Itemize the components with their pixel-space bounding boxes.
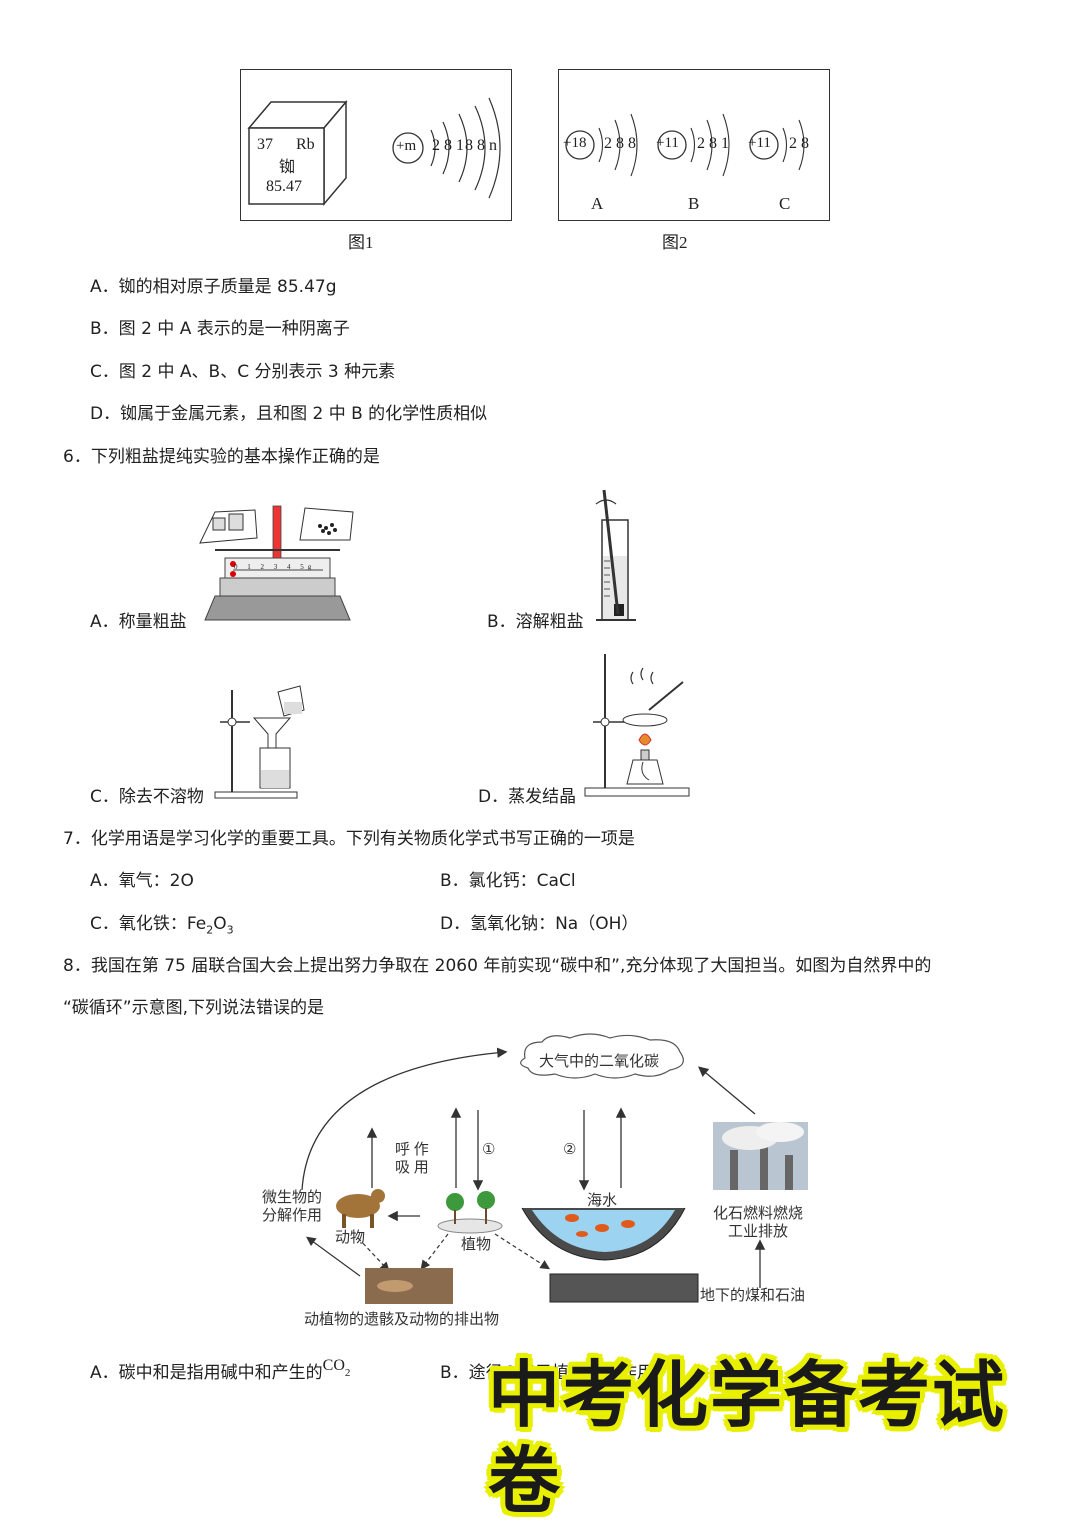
q7-stem: 7．化学用语是学习化学的重要工具。下列有关物质化学式书写正确的一项是 (63, 829, 635, 849)
q5-option-a[interactable]: A．铷的相对原子质量是 85.47g (90, 277, 337, 297)
q5-option-c[interactable]: C．图 2 中 A、B、C 分别表示 3 种元素 (90, 362, 396, 382)
q7-option-c[interactable]: C．氧化铁：Fe2O3 (90, 909, 234, 936)
balance-scale-image (199, 505, 354, 621)
atom-structure-diagrams (565, 113, 805, 177)
q8-option-a-formula: CO (322, 1357, 345, 1374)
q8-option-a-sub: 2 (344, 1367, 351, 1380)
q6-option-b[interactable]: B．溶解粗盐 (487, 612, 584, 632)
q6-option-a[interactable]: A．称量粗盐 (90, 612, 187, 632)
nucleus-label: +m (396, 138, 417, 154)
cloud-co2-label: 大气中的二氧化碳 (539, 1054, 660, 1070)
balance-scale-ticks: 0 1 2 3 4 5g (234, 563, 316, 571)
atom-c-nucleus: +11 (748, 135, 771, 151)
q6-stem: 6．下列粗盐提纯实验的基本操作正确的是 (63, 447, 380, 467)
seawater-label: 海水 (587, 1193, 618, 1209)
atom-a-shells: 2 8 8 (604, 135, 636, 152)
figure-2-box (558, 69, 830, 221)
dissolving-cylinder-image (595, 489, 636, 621)
q5-option-d[interactable]: D．铷属于金属元素，且和图 2 中 B 的化学性质相似 (90, 404, 488, 424)
animal-label: 动物 (335, 1230, 366, 1246)
element-name: 铷 (279, 159, 296, 176)
respiration-label: 呼 作 吸 用 (395, 1142, 429, 1176)
carbon-cycle-diagram (301, 1033, 808, 1304)
q6-option-c[interactable]: C．除去不溶物 (90, 787, 204, 807)
q7-option-c-text: C．氧化铁：Fe (90, 914, 207, 934)
atom-b-shells: 2 8 1 (697, 135, 729, 152)
atom-c-shells: 2 8 (789, 135, 809, 152)
q7-option-b[interactable]: B．氯化钙：CaCl (440, 871, 576, 891)
atom-c-label: C (779, 194, 791, 213)
q6-option-d[interactable]: D．蒸发结晶 (478, 787, 577, 807)
figure-1-box (240, 69, 512, 221)
microbe-label: 微生物的 分解作用 (262, 1190, 323, 1224)
q8-option-a-text: A．碳中和是指用碱中和产生的 (90, 1363, 323, 1383)
figure-2-caption: 图2 (662, 233, 688, 252)
element-number: 37 (257, 136, 273, 153)
q7-option-d[interactable]: D．氢氧化钠：Na（OH） (440, 914, 639, 934)
q8-stem-line1: 8．我国在第 75 届联合国大会上提出努力争取在 2060 年前实现“碳中和”,… (63, 956, 932, 976)
filtration-setup-image (214, 685, 305, 799)
path-2-label: ② (563, 1142, 577, 1158)
q8-option-b[interactable]: B．途径①表示植物光合作用 (440, 1363, 654, 1383)
coal-oil-label: 地下的煤和石油 (700, 1288, 806, 1304)
remains-label: 动植物的遗骸及动物的排出物 (304, 1312, 500, 1328)
exam-banner: 中考化学备考试卷 (488, 1353, 1007, 1523)
rubidium-cell-diagram (247, 97, 501, 207)
q7-option-c-sub2: 3 (226, 923, 234, 937)
q5-option-b[interactable]: B．图 2 中 A 表示的是一种阴离子 (90, 319, 350, 339)
element-mass: 85.47 (266, 178, 302, 195)
atom-b-label: B (688, 194, 700, 213)
q7-option-c-sub1: 2 (206, 923, 214, 937)
q7-option-c-oxygen: O (213, 914, 227, 934)
fossil-fuel-label: 化石燃料燃烧 工业排放 (713, 1206, 804, 1240)
atom-a-label: A (591, 194, 604, 213)
q8-option-a[interactable]: A．碳中和是指用碱中和产生的CO2 (90, 1357, 351, 1385)
q7-option-a[interactable]: A．氧气：2O (90, 871, 194, 891)
q8-stem-line2: “碳循环”示意图,下列说法错误的是 (63, 998, 325, 1018)
atom-a-nucleus: +18 (563, 135, 587, 151)
element-symbol: Rb (296, 136, 315, 153)
atom-b-nucleus: +11 (656, 135, 679, 151)
plant-label: 植物 (461, 1237, 492, 1253)
shell-electrons: 2 8 18 8 n (432, 137, 498, 154)
path-1-label: ① (482, 1142, 496, 1158)
evaporation-setup-image (584, 654, 690, 797)
figure-1-caption: 图1 (348, 233, 374, 252)
